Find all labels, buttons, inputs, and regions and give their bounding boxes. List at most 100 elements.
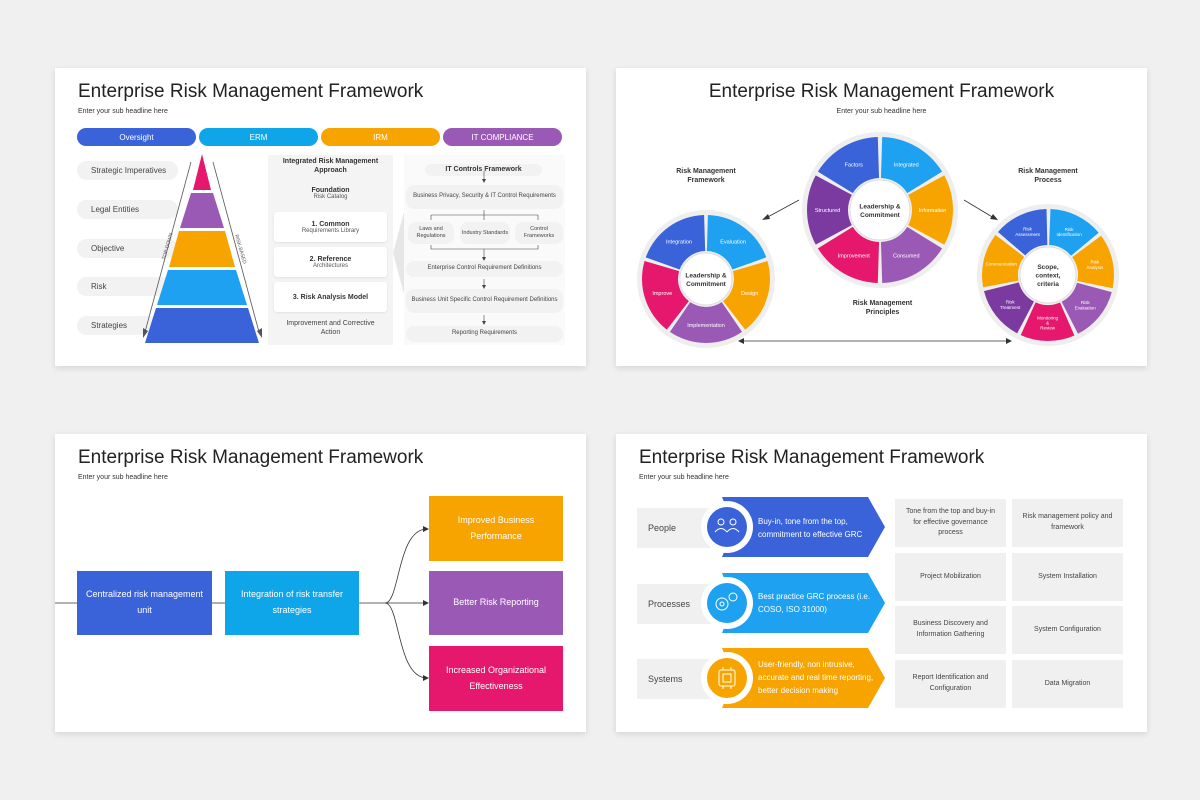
- pyramid-tier: [180, 193, 224, 228]
- cycle-center-label: Scope,: [1037, 264, 1059, 271]
- cycle-segment: [669, 302, 743, 343]
- industry-box: Industry Standards: [460, 222, 510, 244]
- cycle-segment-label: Monitoring: [1037, 315, 1059, 320]
- grid-cell: Report Identification and Configuration: [895, 660, 1006, 708]
- pyramid-tier: [169, 231, 235, 267]
- cycle-segment-label: Identification: [1057, 232, 1083, 237]
- cycle-segment-label: Analysis: [1086, 265, 1104, 270]
- cycle-center-label: context,: [1036, 273, 1061, 280]
- people-icon: [707, 507, 747, 547]
- slide-flow: Enterprise Risk Management Framework Ent…: [55, 434, 586, 732]
- control-box: Control Frameworks: [515, 222, 563, 244]
- cycle-center-label: Commitment: [860, 212, 901, 219]
- cycle-center-label: Commitment: [686, 281, 727, 288]
- chip-icon: [707, 658, 747, 698]
- pyramid-tier: [193, 154, 211, 190]
- common-sub: Requirements Library: [301, 227, 360, 234]
- cycle-segment: [807, 175, 852, 245]
- arrow-people: [722, 497, 885, 557]
- cycle-segment: [997, 209, 1048, 256]
- cycle-center-label: Leadership &: [859, 203, 900, 210]
- grid-cell: Tone from the top and buy-in for effecti…: [895, 499, 1006, 547]
- integration-risk-box: Integration of risk transfer strategies: [225, 571, 359, 635]
- arrow-processes: [722, 573, 885, 633]
- slide-title: Enterprise Risk Management Framework: [639, 447, 985, 468]
- cycle-segment: [1072, 235, 1114, 289]
- cycle-segment-label: Risk: [1081, 300, 1090, 305]
- cycle-segment: [723, 261, 770, 330]
- reference-sub: Architectures: [312, 262, 348, 269]
- risk-based-label: RISK-BASED: [233, 234, 247, 265]
- reference-title: 2. Reference: [309, 255, 352, 263]
- cycle-segment-label: Review: [1040, 326, 1056, 331]
- cycle-segment-label: Evaluation: [1075, 305, 1097, 310]
- cycle-segment-label: &: [1046, 321, 1049, 326]
- cycle-segment-label: Risk: [1006, 300, 1015, 305]
- grid-cell: Project Mobilization: [895, 553, 1006, 601]
- flow-connectors: [55, 526, 429, 681]
- bu-def-box: Business Unit Specific Control Requireme…: [406, 289, 563, 313]
- cycle-segment-label: Factors: [845, 162, 864, 168]
- arrow-line: [212, 161, 260, 333]
- cycle-segment: [817, 226, 880, 283]
- left-item: Risk: [77, 277, 178, 296]
- cycle-segment-label: Structured: [815, 208, 840, 214]
- it-controls-arrows: [430, 171, 539, 325]
- outcome-box-effectiveness: Increased Organizational Effectiveness: [429, 646, 563, 711]
- arrow-line: [144, 161, 192, 333]
- grid-cell: System Configuration: [1012, 606, 1123, 654]
- foundation-box: Foundation Risk Catalog: [274, 178, 387, 208]
- slide-people-process-systems: Enterprise Risk Management Framework Ent…: [616, 434, 1147, 732]
- grid-cell: System Installation: [1012, 553, 1123, 601]
- panel-connector: [393, 208, 405, 298]
- pyramid: TOP-DOWN RISK-BASED: [143, 154, 262, 343]
- slide-title: Enterprise Risk Management Framework: [708, 81, 1055, 102]
- common-box: 1. Common Requirements Library: [274, 212, 387, 242]
- center-cycle-label: Risk Management Principles: [852, 300, 913, 316]
- right-cycle-label: Risk Management Process: [1018, 168, 1078, 184]
- pyramid-tier: [145, 308, 259, 343]
- cycle-segment-label: Improvement: [838, 253, 871, 259]
- foundation-sub: Risk Catalog: [313, 193, 348, 200]
- cycle-center-label: Leadership &: [685, 272, 726, 279]
- cycle-segment: [982, 235, 1025, 288]
- slide-subtitle: Enter your sub headline here: [78, 108, 168, 115]
- systems-text: User-friendly, non intrusive, accurate a…: [758, 660, 874, 695]
- left-cycle-label: Risk Management Framework: [676, 168, 736, 184]
- enterprise-def-box: Enterprise Control Requirement Definitio…: [406, 261, 563, 277]
- slide-cycles: Enterprise Risk Management Framework Ent…: [616, 68, 1147, 366]
- reporting-box: Reporting Requirements: [406, 326, 563, 342]
- grid-cell: Risk management policy and framework: [1012, 499, 1123, 547]
- cycle-segment-label: Risk: [1065, 227, 1074, 232]
- left-item: Objective: [77, 239, 178, 258]
- pill-it-compliance: IT COMPLIANCE: [443, 128, 562, 146]
- left-item: Strategic Imperatives: [77, 161, 178, 180]
- cycle-segment-label: Integration: [666, 240, 692, 246]
- pill-oversight: Oversight: [77, 128, 196, 146]
- cycle-segment-label: Consumed: [893, 253, 920, 259]
- slide-title: Enterprise Risk Management Framework: [78, 447, 424, 468]
- req-box: Business Privacy, Security & IT Control …: [406, 185, 563, 209]
- cycle-segment: [880, 137, 943, 194]
- cycle-segment: [1061, 282, 1112, 334]
- common-title: 1. Common: [311, 220, 350, 228]
- gears-icon: [707, 583, 747, 623]
- cycle-center: [1019, 246, 1077, 304]
- cycle-segment: [642, 261, 689, 330]
- cycle-segment: [984, 282, 1034, 334]
- connector-shape: [393, 208, 405, 298]
- left-item: Legal Entities: [77, 200, 178, 219]
- slide-title: Enterprise Risk Management Framework: [78, 81, 424, 102]
- cycle-center: [679, 252, 733, 306]
- cycle-segment-label: Risk: [1091, 260, 1100, 265]
- cycle-segment: [908, 175, 953, 245]
- people-text: Buy-in, tone from the top, commitment to…: [758, 517, 863, 539]
- pill-irm: IRM: [321, 128, 440, 146]
- slide-pyramid-framework: Enterprise Risk Management Framework Ent…: [55, 68, 586, 366]
- outcome-box-performance: Improved Business Performance: [429, 496, 563, 561]
- cycle-segment: [880, 226, 943, 283]
- cycle-center: [849, 179, 911, 241]
- grid-cell: Business Discovery and Information Gathe…: [895, 606, 1006, 654]
- arrow-systems: [722, 648, 885, 708]
